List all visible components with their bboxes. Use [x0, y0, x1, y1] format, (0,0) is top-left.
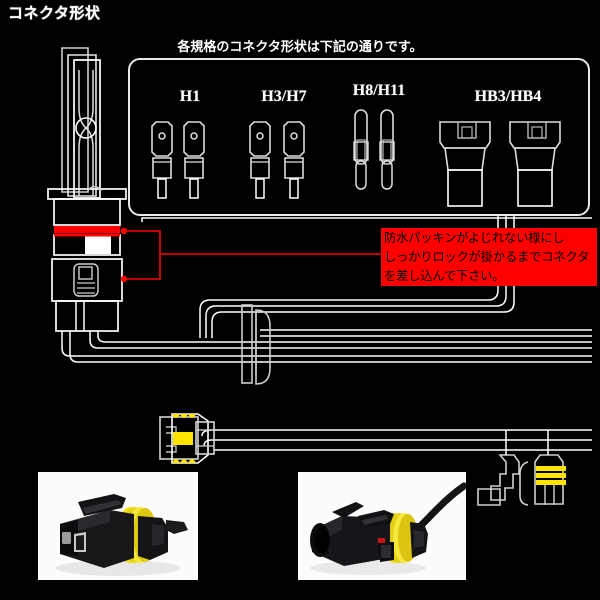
- connector-types-panel: [128, 58, 590, 216]
- hid-bulb-graphic: [47, 47, 127, 332]
- sealed-connector-left: [159, 413, 215, 464]
- warning-line-3: を差し込んで下さい。: [384, 269, 505, 283]
- photo-male-connector: [298, 472, 466, 580]
- warning-line-1: 防水パッキンがよじれない様にし: [384, 231, 565, 245]
- callout-leader-lines: [120, 227, 381, 283]
- photo-female-connector: [38, 472, 198, 580]
- page-title: コネクタ形状: [8, 4, 101, 22]
- connector-h1-pair: [151, 121, 205, 199]
- connector-label-hb3-hb4: HB3/HB4: [474, 88, 542, 105]
- connector-h8-h11-pair: [353, 109, 395, 190]
- connector-label-h8-h11: H8/H11: [352, 82, 406, 99]
- connector-hb3-hb4-pair: [439, 121, 561, 207]
- connector-h3-h7-pair: [249, 121, 305, 199]
- connector-label-h1: H1: [179, 88, 201, 105]
- wiring-harness: [61, 216, 592, 451]
- warning-line-2: しっかりロックが掛かるまでコネクタ: [384, 250, 590, 264]
- subtitle-text: 各規格のコネクタ形状は下記の通りです。: [177, 40, 423, 55]
- connector-label-h3-h7: H3/H7: [261, 88, 307, 105]
- warning-callout: 防水パッキンがよじれない様にし しっかりロックが掛かるまでコネクタ を差し込んで…: [381, 228, 597, 286]
- sealed-connector-right: [477, 430, 566, 506]
